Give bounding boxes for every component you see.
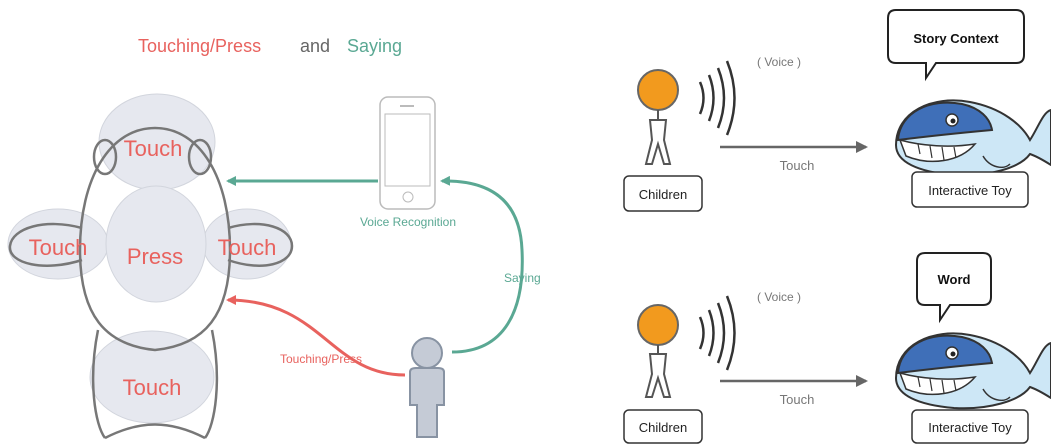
zone-label-center: Press xyxy=(127,244,183,269)
bubble-text-1: Story Context xyxy=(913,31,999,46)
touch-label-1: Touch xyxy=(780,158,815,173)
title-touching-press: Touching/Press xyxy=(138,36,261,56)
person-icon xyxy=(409,337,445,438)
toy-left-ear xyxy=(92,138,118,176)
arrow-saying-label: Saying xyxy=(504,271,541,285)
child-figure-1 xyxy=(637,69,679,165)
toy-label-box-2 xyxy=(911,409,1029,444)
zone-bottom-touch[interactable] xyxy=(89,330,215,424)
arrow-saying xyxy=(440,175,524,354)
speech-bubble-2: Word xyxy=(916,252,992,324)
toy-right-fin xyxy=(227,222,294,267)
title-and: and xyxy=(300,36,330,56)
zone-label-left: Touch xyxy=(29,235,88,260)
child-label-box-1 xyxy=(623,175,703,212)
toy-body-diagram: Touch Touch Press Touch Touch xyxy=(7,93,294,440)
voice-recognition-label: Voice Recognition xyxy=(360,215,456,229)
whale-toy-icon-2 xyxy=(894,332,1051,410)
arrow-touching-press xyxy=(226,295,406,377)
toy-label-box-1 xyxy=(911,171,1029,208)
speech-bubble-1: Story Context xyxy=(887,9,1025,82)
sound-waves-icon-1 xyxy=(698,60,736,136)
child-label-1: Children xyxy=(639,187,687,202)
bubble-text-2: Word xyxy=(938,272,971,287)
arrow-touching-label: Touching/Press xyxy=(280,352,362,366)
toy-outline xyxy=(78,126,232,352)
sound-waves-icon-2 xyxy=(698,295,736,371)
whale-toy-icon-1 xyxy=(894,99,1051,177)
voice-label-2: ( Voice ) xyxy=(757,290,801,304)
child-figure-2 xyxy=(637,304,679,398)
toy-left-fin xyxy=(8,222,83,267)
child-label-2: Children xyxy=(639,420,687,435)
toy-tail-outline xyxy=(91,329,219,440)
zone-label-right: Touch xyxy=(218,235,277,260)
toy-label-1: Interactive Toy xyxy=(928,183,1012,198)
title-saying: Saying xyxy=(347,36,402,56)
smartphone-icon xyxy=(379,96,436,210)
zone-label-bottom: Touch xyxy=(123,375,182,400)
zone-label-top: Touch xyxy=(124,136,183,161)
child-label-box-2 xyxy=(623,409,703,444)
toy-label-2: Interactive Toy xyxy=(928,420,1012,435)
touch-label-2: Touch xyxy=(780,392,815,407)
toy-right-ear xyxy=(187,138,213,176)
voice-label-1: ( Voice ) xyxy=(757,55,801,69)
zone-center-press[interactable] xyxy=(105,185,207,303)
